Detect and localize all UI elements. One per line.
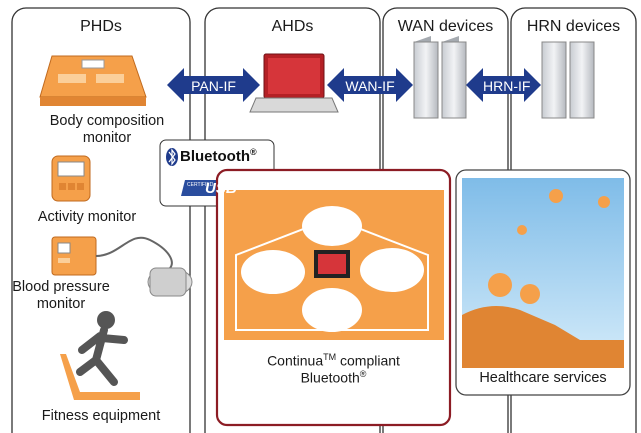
wan-if-arrow [327, 68, 413, 102]
continua-word: Continua [267, 352, 324, 369]
pan-if-label: PAN-IF [191, 78, 236, 94]
bluetooth-registered-mark: ® [249, 147, 257, 157]
phds-title: PHDs [80, 18, 122, 35]
ahds-title: AHDs [271, 18, 314, 35]
pan-if-arrow [167, 68, 260, 102]
activity-monitor-label: Activity monitor [37, 209, 137, 225]
body-composition-label-line1: Body composition [49, 113, 165, 129]
fitness-equipment-label: Fitness equipment [41, 408, 161, 424]
hrn-if-label: HRN-IF [483, 78, 531, 94]
laptop-icon [249, 53, 339, 113]
bluetooth-caption-reg: ® [359, 369, 367, 379]
continua-compliant-box [215, 168, 452, 427]
bluetooth-caption-word: Bluetooth [300, 369, 360, 386]
wan-server-icon [413, 36, 467, 119]
hrn-server-icon [541, 41, 595, 119]
activity-monitor-icon [51, 155, 91, 202]
wan-if-label: WAN-IF [345, 78, 395, 94]
blood-pressure-monitor-icon [51, 236, 193, 297]
body-composition-scale-icon [39, 55, 147, 106]
fitness-equipment-icon [60, 311, 140, 400]
blood-pressure-label-line2: monitor [36, 296, 86, 312]
phds-column-panel [11, 7, 191, 433]
body-composition-label-line2: monitor [82, 130, 132, 146]
blood-pressure-label-line1: Blood pressure [12, 279, 110, 295]
continua-tm: TM [323, 352, 337, 362]
hrn-devices-title: HRN devices [526, 18, 621, 35]
compliant-word: compliant [336, 352, 400, 369]
usb-logo-text: USB [205, 180, 237, 197]
healthcare-services-label: Healthcare services [479, 370, 607, 386]
continua-caption-line2: Bluetooth® [217, 369, 450, 386]
bluetooth-word: Bluetooth [180, 148, 250, 165]
usb-certified-text: CERTIFIED [187, 182, 214, 188]
wan-devices-title: WAN devices [397, 18, 494, 35]
hrn-if-arrow [466, 68, 541, 102]
continua-caption-line1: ContinuaTM compliant [217, 352, 450, 369]
healthcare-services-box [455, 169, 631, 396]
bluetooth-logo-text: Bluetooth® [180, 147, 257, 165]
